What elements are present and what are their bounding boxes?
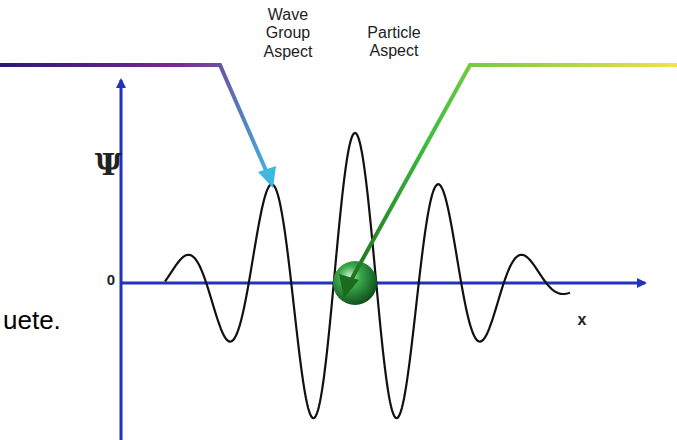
origin-label: 0 [104,272,118,287]
psi-axis [120,80,123,440]
wave-group-label: Wave Group Aspect [248,6,328,61]
x-axis [121,282,645,285]
particle-ball [333,261,377,305]
particle-arrowhead [339,274,359,298]
particle-label: Particle Aspect [358,24,430,61]
wave-group-curve [165,133,570,418]
slide-text-fragment: uete. [3,306,103,335]
particle-leader [350,65,677,282]
wave-group-leader [0,65,268,175]
psi-axis-label: Ψ [94,150,123,180]
wave-group-arrowhead [258,166,276,188]
x-axis-label: x [574,312,590,328]
